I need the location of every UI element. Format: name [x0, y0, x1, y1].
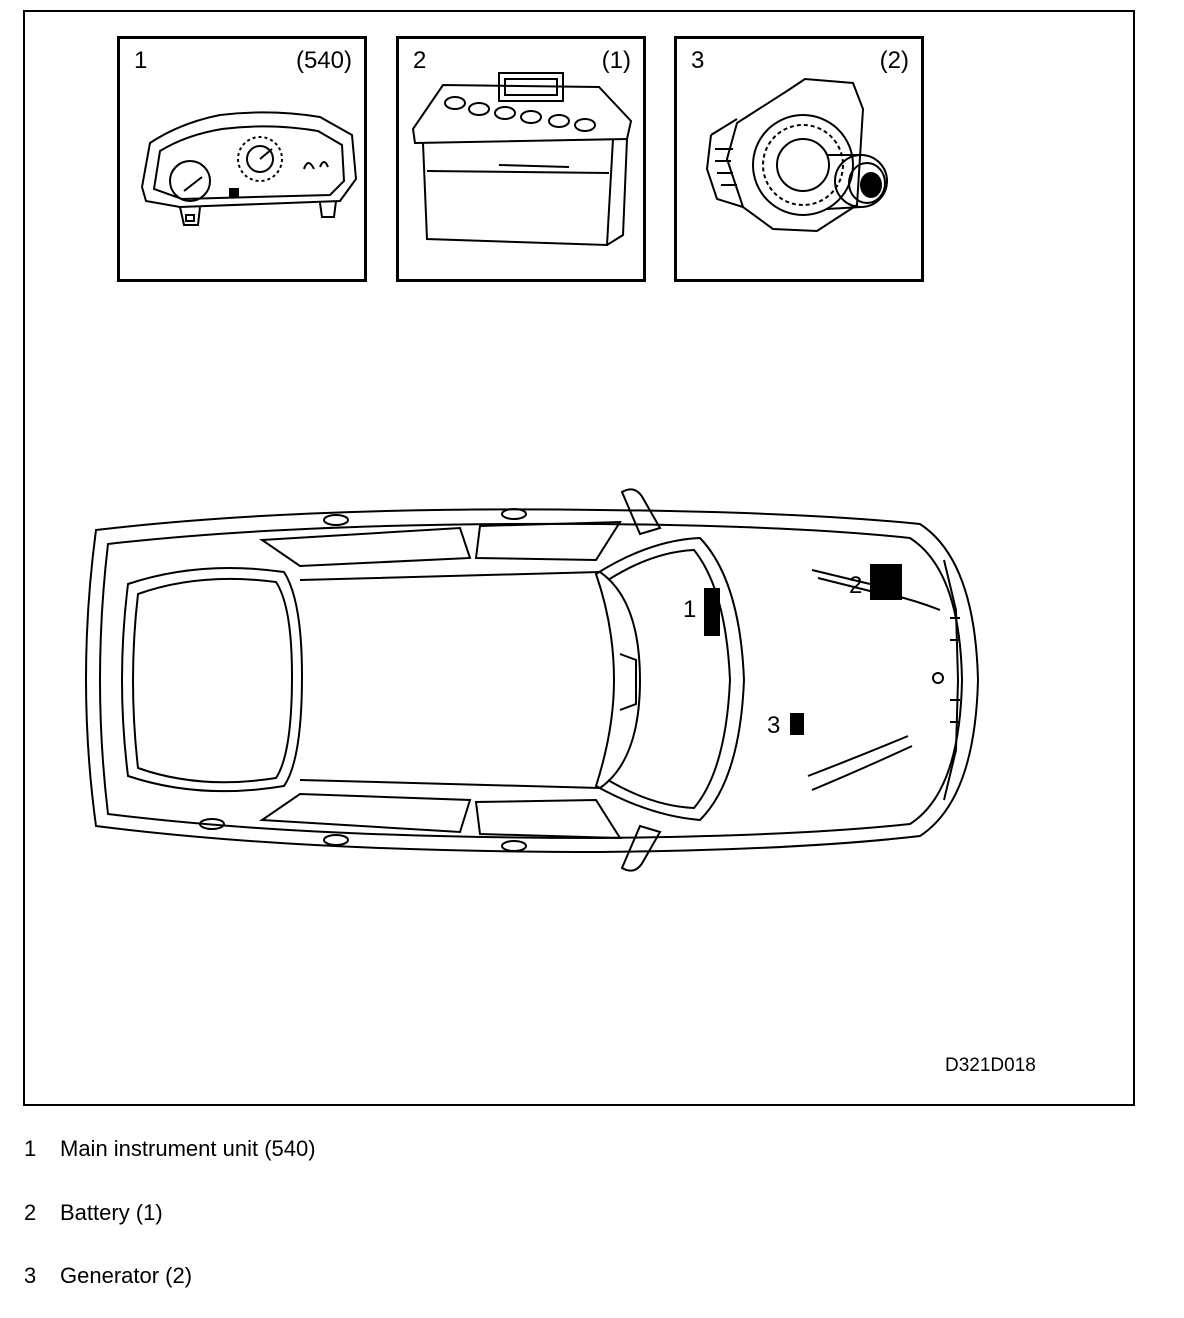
panel-quantity: (2)	[879, 47, 909, 74]
marker-main-instrument-unit	[704, 588, 720, 636]
legend-text: Main instrument unit (540)	[60, 1136, 316, 1161]
legend-number: 3	[24, 1263, 37, 1288]
generator-icon	[705, 77, 888, 233]
marker-battery	[870, 564, 902, 600]
panel-quantity: (1)	[601, 47, 631, 74]
diagram-reference-code: D321D018	[945, 1055, 1036, 1076]
diagram-frame: 1 (540) 2 (1)	[23, 10, 1135, 1106]
legend-text: Battery (1)	[60, 1200, 163, 1225]
battery-icon	[411, 72, 633, 247]
callout-1: 1	[683, 596, 697, 623]
panel-main-instrument-unit: 1 (540)	[117, 36, 367, 282]
instrument-cluster-icon	[140, 111, 358, 226]
legend-item: 3 Generator (2)	[24, 1263, 192, 1289]
panel-generator: 3 (2)	[674, 36, 924, 282]
callout-2: 2	[849, 572, 863, 599]
legend-text: Generator (2)	[60, 1263, 193, 1288]
marker-generator	[790, 713, 804, 735]
legend-number: 1	[24, 1136, 37, 1161]
panel-number: 1	[134, 47, 148, 74]
callout-3: 3	[767, 712, 781, 739]
panel-number: 2	[413, 47, 427, 74]
panel-quantity: (540)	[295, 47, 352, 74]
legend-item: 2 Battery (1)	[24, 1200, 163, 1226]
panel-number: 3	[691, 47, 705, 74]
panel-battery: 2 (1)	[396, 36, 646, 282]
legend-number: 2	[24, 1200, 37, 1225]
legend-item: 1 Main instrument unit (540)	[24, 1136, 316, 1162]
